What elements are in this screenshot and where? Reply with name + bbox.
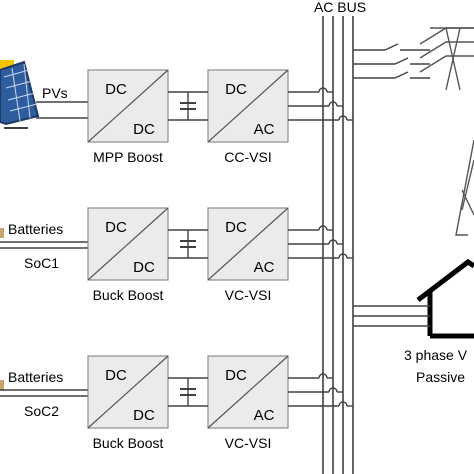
converter-diagonal — [207, 207, 289, 281]
load-feed-lines — [353, 305, 430, 327]
wire-hop — [318, 225, 328, 231]
converter-caption: MPP Boost — [93, 149, 163, 165]
battery-label: Batteries — [8, 369, 63, 385]
converter-caption: VC-VSI — [225, 435, 272, 451]
converter-top-label: DC — [225, 219, 247, 236]
wire-hop — [328, 239, 338, 245]
converter-top-label: DC — [225, 367, 247, 384]
converter-diagonal — [87, 355, 169, 429]
input-wires — [0, 389, 88, 397]
wire-hop — [338, 253, 348, 259]
load-label-line2: Passive — [416, 369, 465, 385]
converter-bottom-label: AC — [254, 259, 275, 276]
wire-hop — [318, 373, 328, 379]
dc-link — [168, 377, 208, 407]
dc-dc-converter: DC DC Buck Boost — [87, 207, 169, 303]
converter-bottom-label: DC — [133, 121, 155, 138]
wire-hop — [318, 87, 328, 93]
load-label-line1: 3 phase V — [404, 347, 468, 363]
pv-panel-icon — [0, 60, 40, 129]
converter-caption: VC-VSI — [225, 287, 272, 303]
soc-label: SoC2 — [24, 403, 59, 419]
converter-top-label: DC — [105, 81, 127, 98]
converter-bottom-label: AC — [254, 407, 275, 424]
pv-label: PVs — [42, 85, 68, 101]
converter-diagonal — [207, 69, 289, 143]
transmission-tower-icon — [419, 27, 474, 236]
converter-top-label: DC — [225, 81, 247, 98]
inverter: DC AC VC-VSI — [207, 207, 289, 303]
converter-bottom-label: DC — [133, 407, 155, 424]
converter-bottom-label: AC — [254, 121, 275, 138]
converter-caption: Buck Boost — [93, 435, 164, 451]
input-wires — [36, 101, 88, 119]
ac-output-wires — [288, 373, 353, 407]
inverter: DC AC CC-VSI — [207, 69, 289, 165]
battery-label: Batteries — [8, 221, 63, 237]
converter-top-label: DC — [105, 367, 127, 384]
wire-hop — [338, 115, 348, 121]
ac-bus-title: AC BUS — [314, 0, 366, 15]
wire-hop — [328, 387, 338, 393]
wire-hop — [338, 401, 348, 407]
battery-icon — [0, 228, 4, 390]
dc-dc-converter: DC DC Buck Boost — [87, 355, 169, 451]
input-wires — [0, 241, 88, 249]
dc-dc-converter: DC DC MPP Boost — [87, 69, 169, 165]
converter-top-label: DC — [105, 219, 127, 236]
converter-diagonal — [87, 69, 169, 143]
line-switches — [353, 43, 430, 79]
inverter: DC AC VC-VSI — [207, 355, 289, 451]
soc-label: SoC1 — [24, 255, 59, 271]
converter-diagonal — [87, 207, 169, 281]
ac-output-wires — [288, 87, 353, 121]
dc-link — [168, 91, 208, 121]
dc-link — [168, 229, 208, 259]
converter-bottom-label: DC — [133, 259, 155, 276]
converter-caption: CC-VSI — [224, 149, 271, 165]
house-load-icon — [416, 258, 474, 339]
wire-hop — [328, 101, 338, 107]
ac-output-wires — [288, 225, 353, 259]
converter-caption: Buck Boost — [93, 287, 164, 303]
converter-diagonal — [207, 355, 289, 429]
